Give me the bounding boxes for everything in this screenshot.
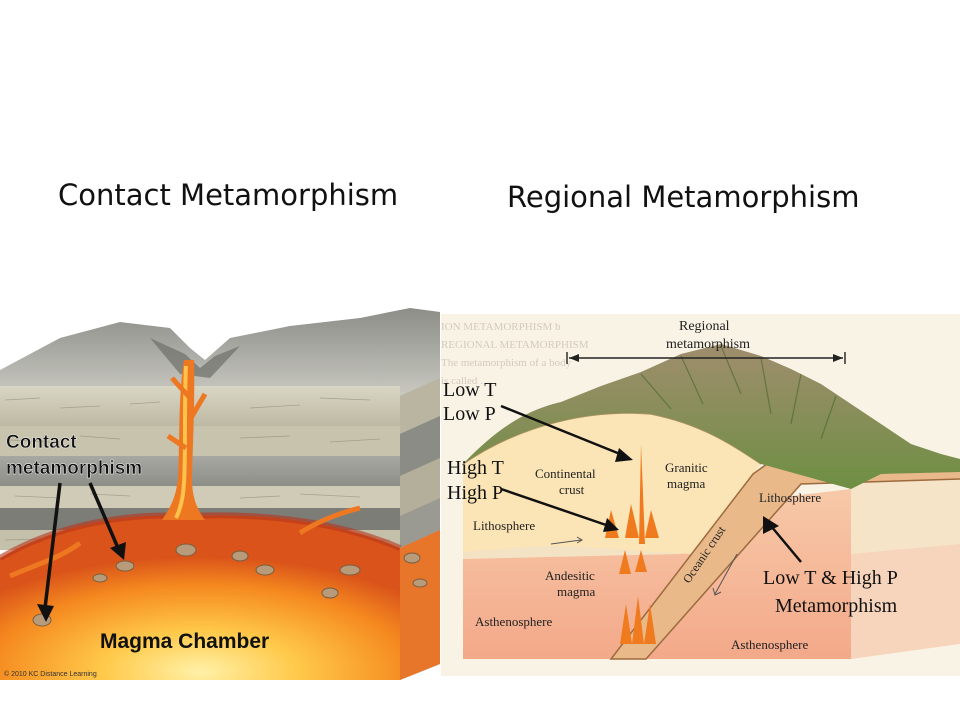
contact-label-line2: metamorphism (6, 458, 142, 479)
asthenosphere-right-label: Asthenosphere (731, 637, 808, 652)
low-t-high-p-label: Low T & High P (763, 567, 898, 589)
terrain-surface (0, 308, 440, 396)
svg-text:REGIONAL METAMORPHISM: REGIONAL METAMORPHISM (441, 339, 589, 351)
magma-chamber (0, 515, 400, 680)
low-t-label: Low T (443, 379, 497, 401)
regional-metamorphism-title: Regional Metamorphism (507, 180, 860, 214)
regional-label-line2: metamorphism (666, 337, 750, 352)
continental-crust (463, 413, 761, 554)
magma-chamber-label: Magma Chamber (100, 630, 269, 653)
granitic-magma-label-2: magma (667, 476, 705, 491)
regional-arrows (500, 404, 802, 563)
contact-label-line1: Contact (6, 432, 77, 453)
asthenosphere-left-label: Asthenosphere (475, 614, 552, 629)
mountain-surface (463, 344, 960, 489)
continental-crust-label-2: crust (559, 482, 585, 497)
contact-metamorphism-title: Contact Metamorphism (58, 178, 399, 212)
lithosphere-right-label: Lithosphere (759, 490, 821, 505)
regional-label-line1: Regional (679, 319, 730, 334)
lithosphere-left-label: Lithosphere (473, 518, 535, 533)
high-p-label: High P (447, 482, 503, 504)
svg-text:ION METAMORPHISM b: ION METAMORPHISM b (441, 321, 561, 333)
low-p-label: Low P (443, 403, 496, 425)
contact-metamorphism-diagram: Contact metamorphism Magma Chamber © 201… (0, 308, 440, 680)
svg-text:The metamorphism of a body: The metamorphism of a body (441, 357, 572, 369)
andesitic-magma-label: Andesitic (545, 568, 595, 583)
andesitic-magma-label-2: magma (557, 584, 595, 599)
metamorphism-label: Metamorphism (775, 595, 898, 617)
contact-arrows (37, 482, 126, 622)
regional-metamorphism-diagram: ION METAMORPHISM b REGIONAL METAMORPHISM… (441, 314, 960, 676)
copyright-text: © 2010 KC Distance Learning (4, 670, 97, 678)
high-t-label: High T (447, 457, 504, 479)
continental-crust-label: Continental (535, 466, 596, 481)
svg-text:is called ...: is called ... (441, 375, 489, 387)
granitic-magma-label: Granitic (665, 460, 708, 475)
